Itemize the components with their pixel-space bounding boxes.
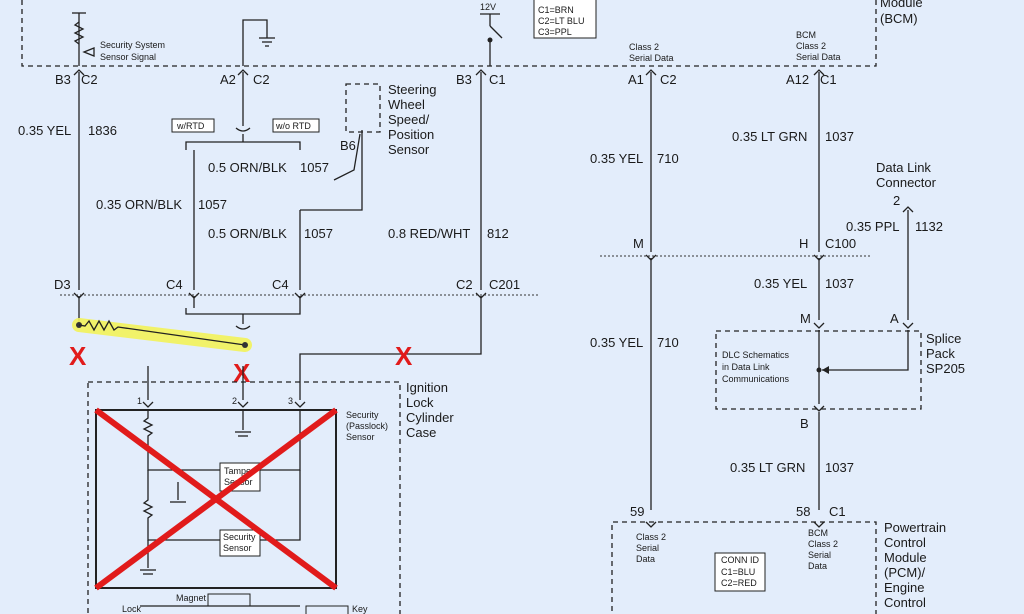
lock-label: Lock (122, 604, 142, 614)
wire-1057a-line (333, 133, 361, 181)
splice-pin-m: M (800, 311, 811, 326)
key-label: Key (352, 604, 368, 614)
pin-m: M (633, 236, 644, 251)
wire-1057a-num: 1057 (300, 160, 329, 175)
wire-1836-num: 1836 (88, 123, 117, 138)
wire-1037a-num: 1037 (825, 129, 854, 144)
bcm-ground (242, 19, 275, 66)
cross-mark-3: X (395, 341, 413, 371)
wire-812-num: 812 (487, 226, 509, 241)
ign-pin-2: 2 (232, 396, 237, 406)
wire-710b-size: 0.35 YEL (590, 335, 643, 350)
wire-1057c-num: 1057 (304, 226, 333, 241)
wire-1037b-num: 1037 (825, 276, 854, 291)
cross-mark-2: X (233, 358, 251, 388)
wire-710b-num: 710 (657, 335, 679, 350)
option-wo-rtd: w/o RTD (275, 121, 311, 131)
splice-pin-a: A (890, 311, 899, 326)
bcm-12v-switch: 12V (480, 2, 503, 66)
wire-1037c-size: 0.35 LT GRN (730, 460, 805, 475)
wire-1037c-num: 1037 (825, 460, 854, 475)
wire-1057a-size: 0.5 ORN/BLK (208, 160, 287, 175)
wire-1836-size: 0.35 YEL (18, 123, 71, 138)
voltage-label: 12V (480, 2, 496, 12)
wire-1057b-num: 1057 (198, 197, 227, 212)
pcm-pin-59: 59 (630, 504, 644, 519)
security-passlock-label: Security(Passlock)Sensor (346, 410, 388, 442)
cross-out (94, 407, 338, 591)
wire-1057c-size: 0.5 ORN/BLK (208, 226, 287, 241)
wire-812: 0.8 RED/WHT 812 (299, 69, 509, 400)
pin-b6: B6 (340, 138, 356, 153)
wire-710a-num: 710 (657, 151, 679, 166)
magnet-label: Magnet (176, 593, 207, 603)
option-w-rtd: w/RTD (176, 121, 205, 131)
cross-mark-1: X (69, 341, 87, 371)
wire-710a-size: 0.35 YEL (590, 151, 643, 166)
wire-1037b-size: 0.35 YEL (754, 276, 807, 291)
dlc-pin: 2 (893, 193, 900, 208)
pcm-conn-id-title: CONN ID (721, 555, 760, 565)
pin-c4b: C4 (272, 277, 289, 292)
bcm-label: Module(BCM) (880, 0, 923, 26)
wire-1132-num: 1132 (915, 219, 943, 234)
ign-pin-3: 3 (288, 396, 293, 406)
splice-pin-b: B (800, 416, 809, 431)
wire-1057b-size: 0.35 ORN/BLK (96, 197, 182, 212)
pin-d3: D3 (54, 277, 71, 292)
wire-812-size: 0.8 RED/WHT (388, 226, 470, 241)
wire-710: 0.35 YEL 710 0.35 YEL 710 (590, 69, 679, 510)
wire-1132-size: 0.35 PPL (846, 219, 900, 234)
ign-pin-1: 1 (137, 396, 142, 406)
highlighted-resistor (72, 318, 252, 352)
pin-c4a: C4 (166, 277, 183, 292)
wire-1037a-size: 0.35 LT GRN (732, 129, 807, 144)
wire-1037: 0.35 LT GRN 1037 0.35 YEL 1037 0.35 LT G… (730, 69, 854, 510)
